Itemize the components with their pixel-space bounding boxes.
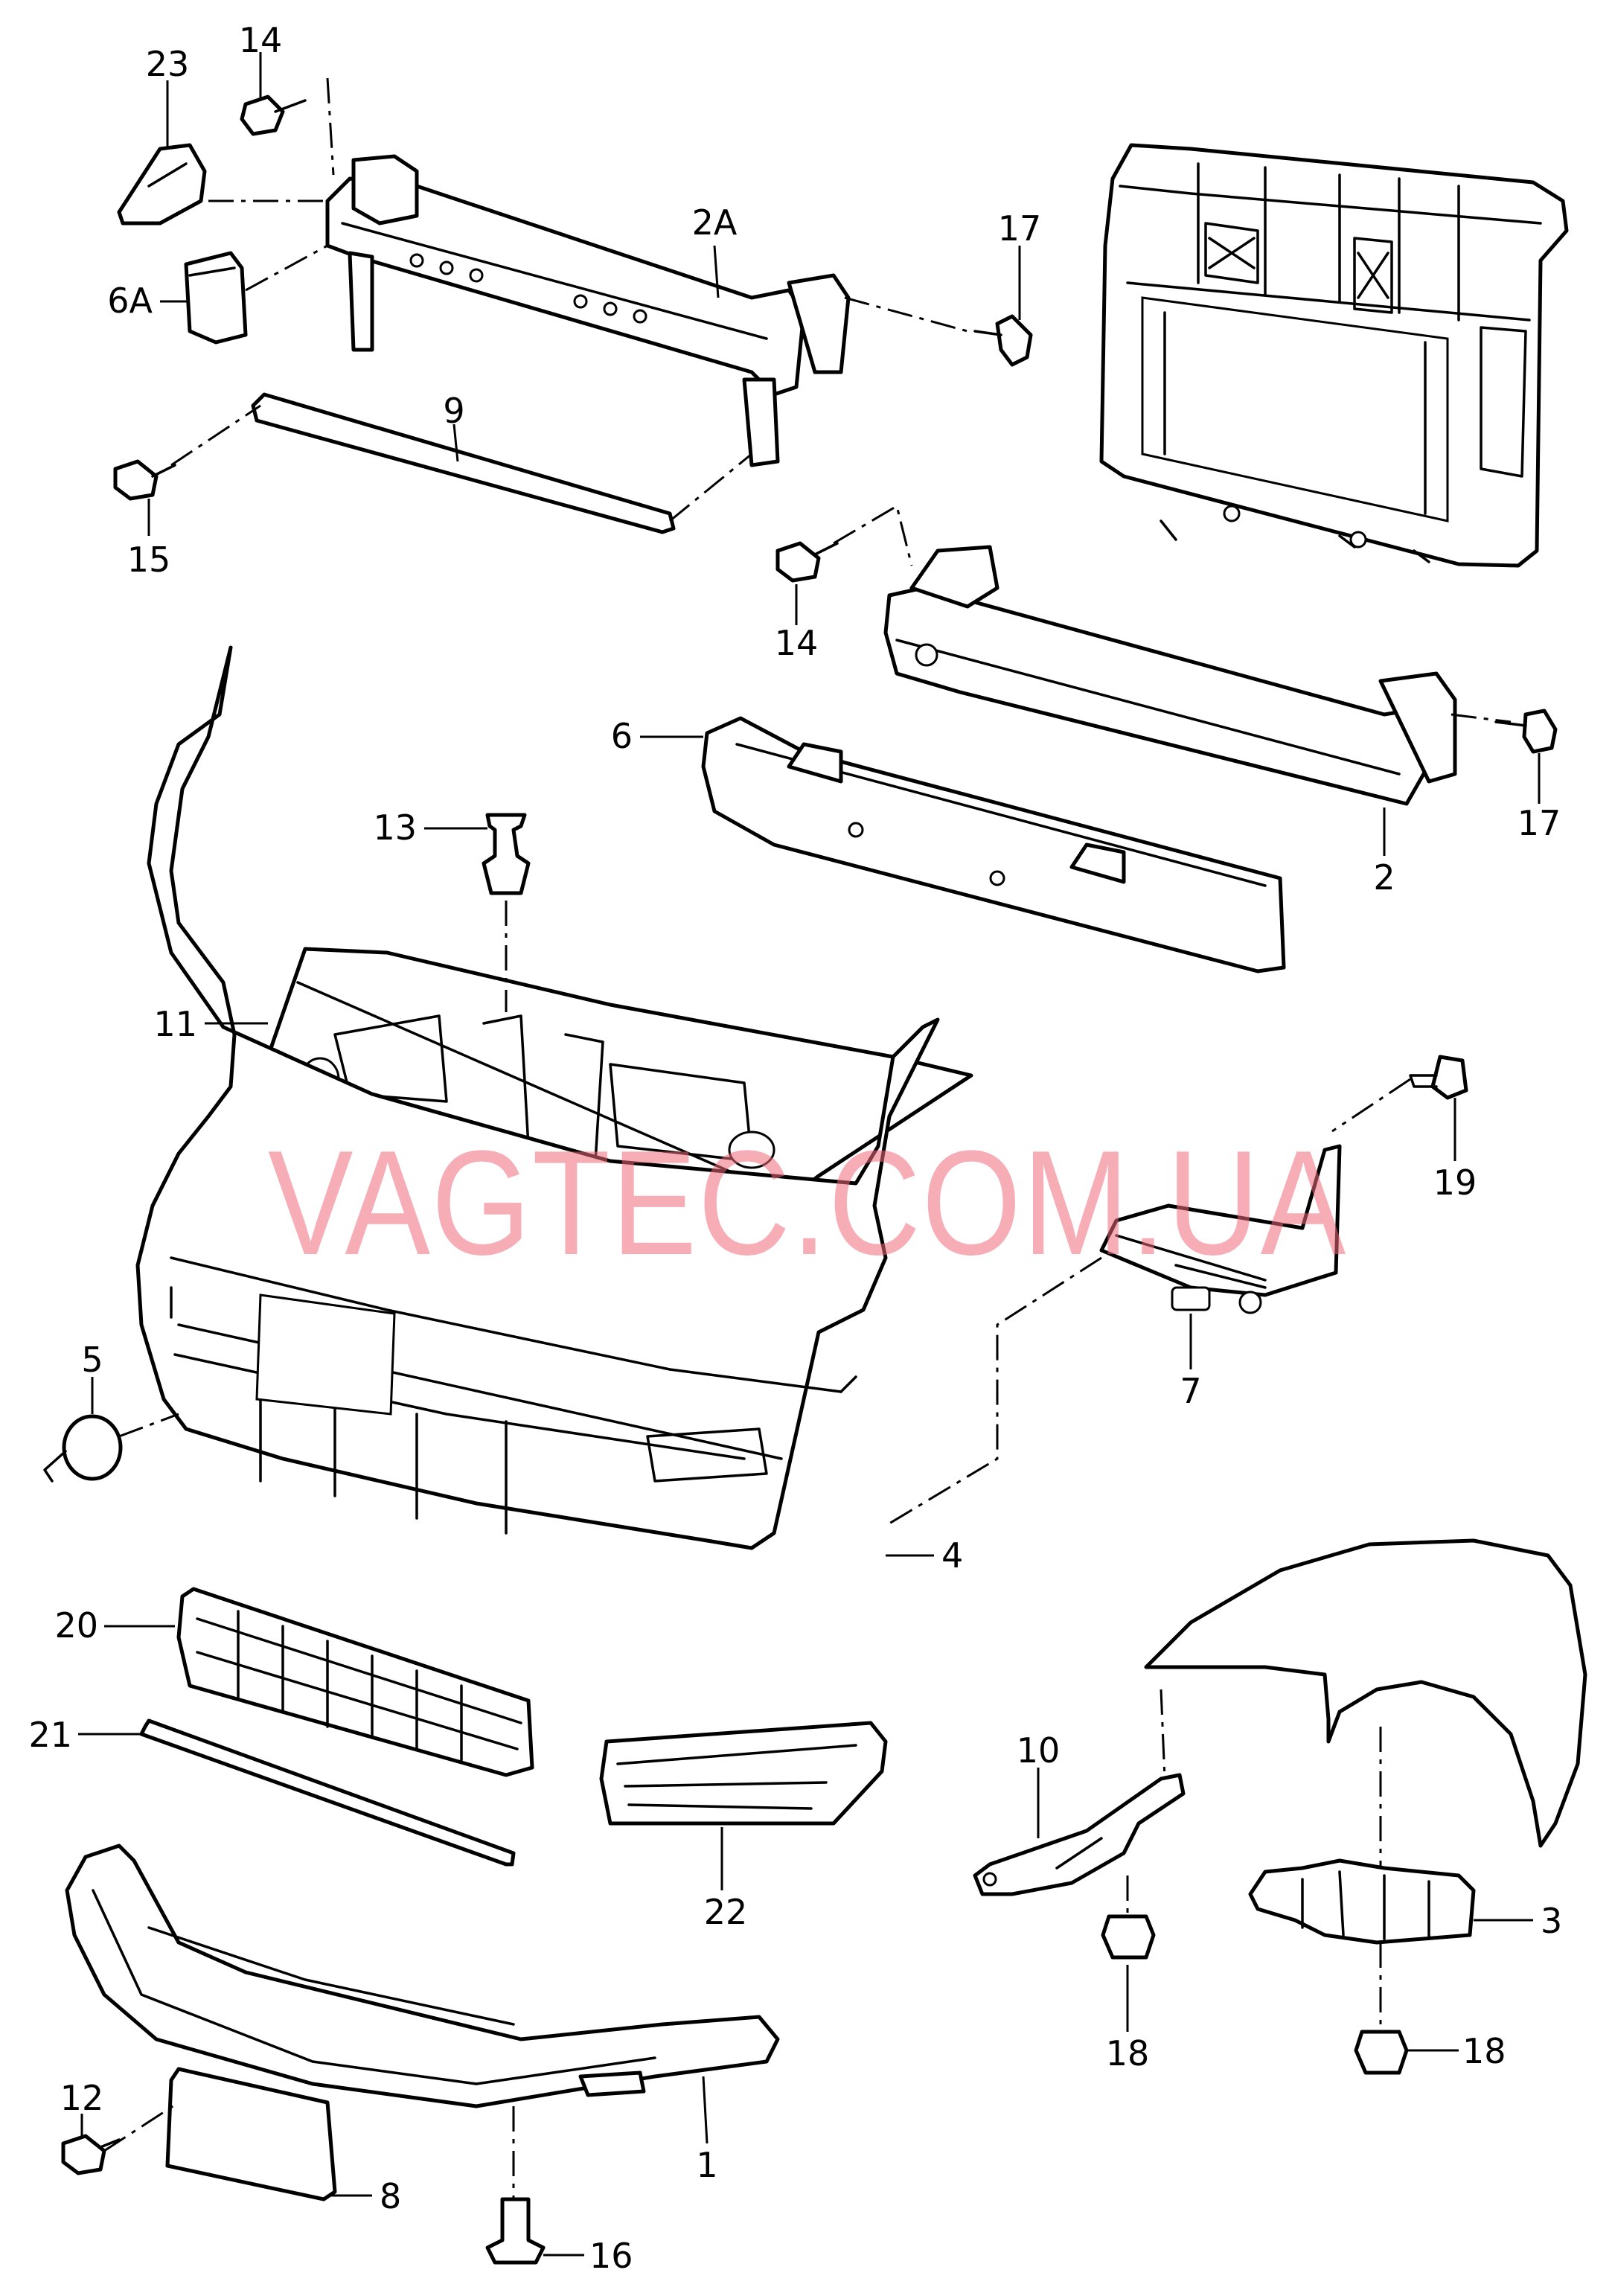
callout-17-top: 17 xyxy=(998,208,1042,249)
part-20-grille xyxy=(176,1587,534,1777)
leader-lines xyxy=(78,52,1541,2257)
part-22-fog-grille xyxy=(599,1721,888,1826)
watermark: VAGTEC.COM.UA xyxy=(268,1120,1347,1286)
callout-5: 5 xyxy=(81,1340,103,1380)
part-9-strip xyxy=(251,392,676,534)
part-4-bumper-cover xyxy=(135,645,940,1550)
callout-13: 13 xyxy=(373,808,417,848)
callout-22: 22 xyxy=(704,1892,748,1932)
part-23-bracket xyxy=(117,143,207,226)
callout-6a: 6A xyxy=(107,281,153,321)
callout-4: 4 xyxy=(941,1535,963,1576)
part-5-cap xyxy=(43,1414,123,1483)
callout-7: 7 xyxy=(1180,1371,1201,1411)
callout-8: 8 xyxy=(380,2176,401,2216)
callout-16: 16 xyxy=(589,2236,633,2276)
callout-18-right: 18 xyxy=(1462,2031,1506,2071)
callout-1: 1 xyxy=(696,2145,717,2185)
callout-9: 9 xyxy=(443,391,464,431)
callout-10: 10 xyxy=(1017,1730,1061,1771)
callout-17-mid: 17 xyxy=(1517,803,1561,843)
part-8-plate xyxy=(165,2067,337,2201)
callout-6: 6 xyxy=(611,716,633,756)
callout-21: 21 xyxy=(28,1715,72,1755)
callout-2: 2 xyxy=(1373,857,1395,898)
callout-19: 19 xyxy=(1433,1163,1477,1203)
part-2a-crossmember xyxy=(325,154,851,467)
part-6-absorber xyxy=(701,716,1286,973)
part-10-bracket xyxy=(973,1773,1186,1896)
fasteners xyxy=(61,95,1558,2265)
callout-23: 23 xyxy=(146,44,190,84)
callout-11: 11 xyxy=(153,1004,197,1044)
part-7-side-bracket xyxy=(1099,1144,1342,1314)
part-2-carrier xyxy=(883,545,1457,806)
callout-2a: 2A xyxy=(692,202,738,243)
assembly-lines xyxy=(103,77,1512,2199)
part-6a-buffer xyxy=(184,251,248,345)
callout-14-top: 14 xyxy=(239,20,283,60)
callout-3: 3 xyxy=(1541,1901,1562,1941)
fender xyxy=(1144,1538,1587,1848)
callout-15: 15 xyxy=(127,540,171,580)
lock-carrier xyxy=(1099,143,1569,568)
callout-14-mid: 14 xyxy=(775,623,819,663)
callout-20: 20 xyxy=(54,1605,98,1646)
callout-18-left: 18 xyxy=(1106,2033,1150,2073)
part-3-bracket xyxy=(1248,1858,1476,1945)
callout-12: 12 xyxy=(60,2078,104,2118)
callouts: 23 14 2A 17 6A 9 15 14 6 17 2 13 11 19 5… xyxy=(28,20,1562,2276)
part-1-spoiler xyxy=(65,1843,780,2108)
